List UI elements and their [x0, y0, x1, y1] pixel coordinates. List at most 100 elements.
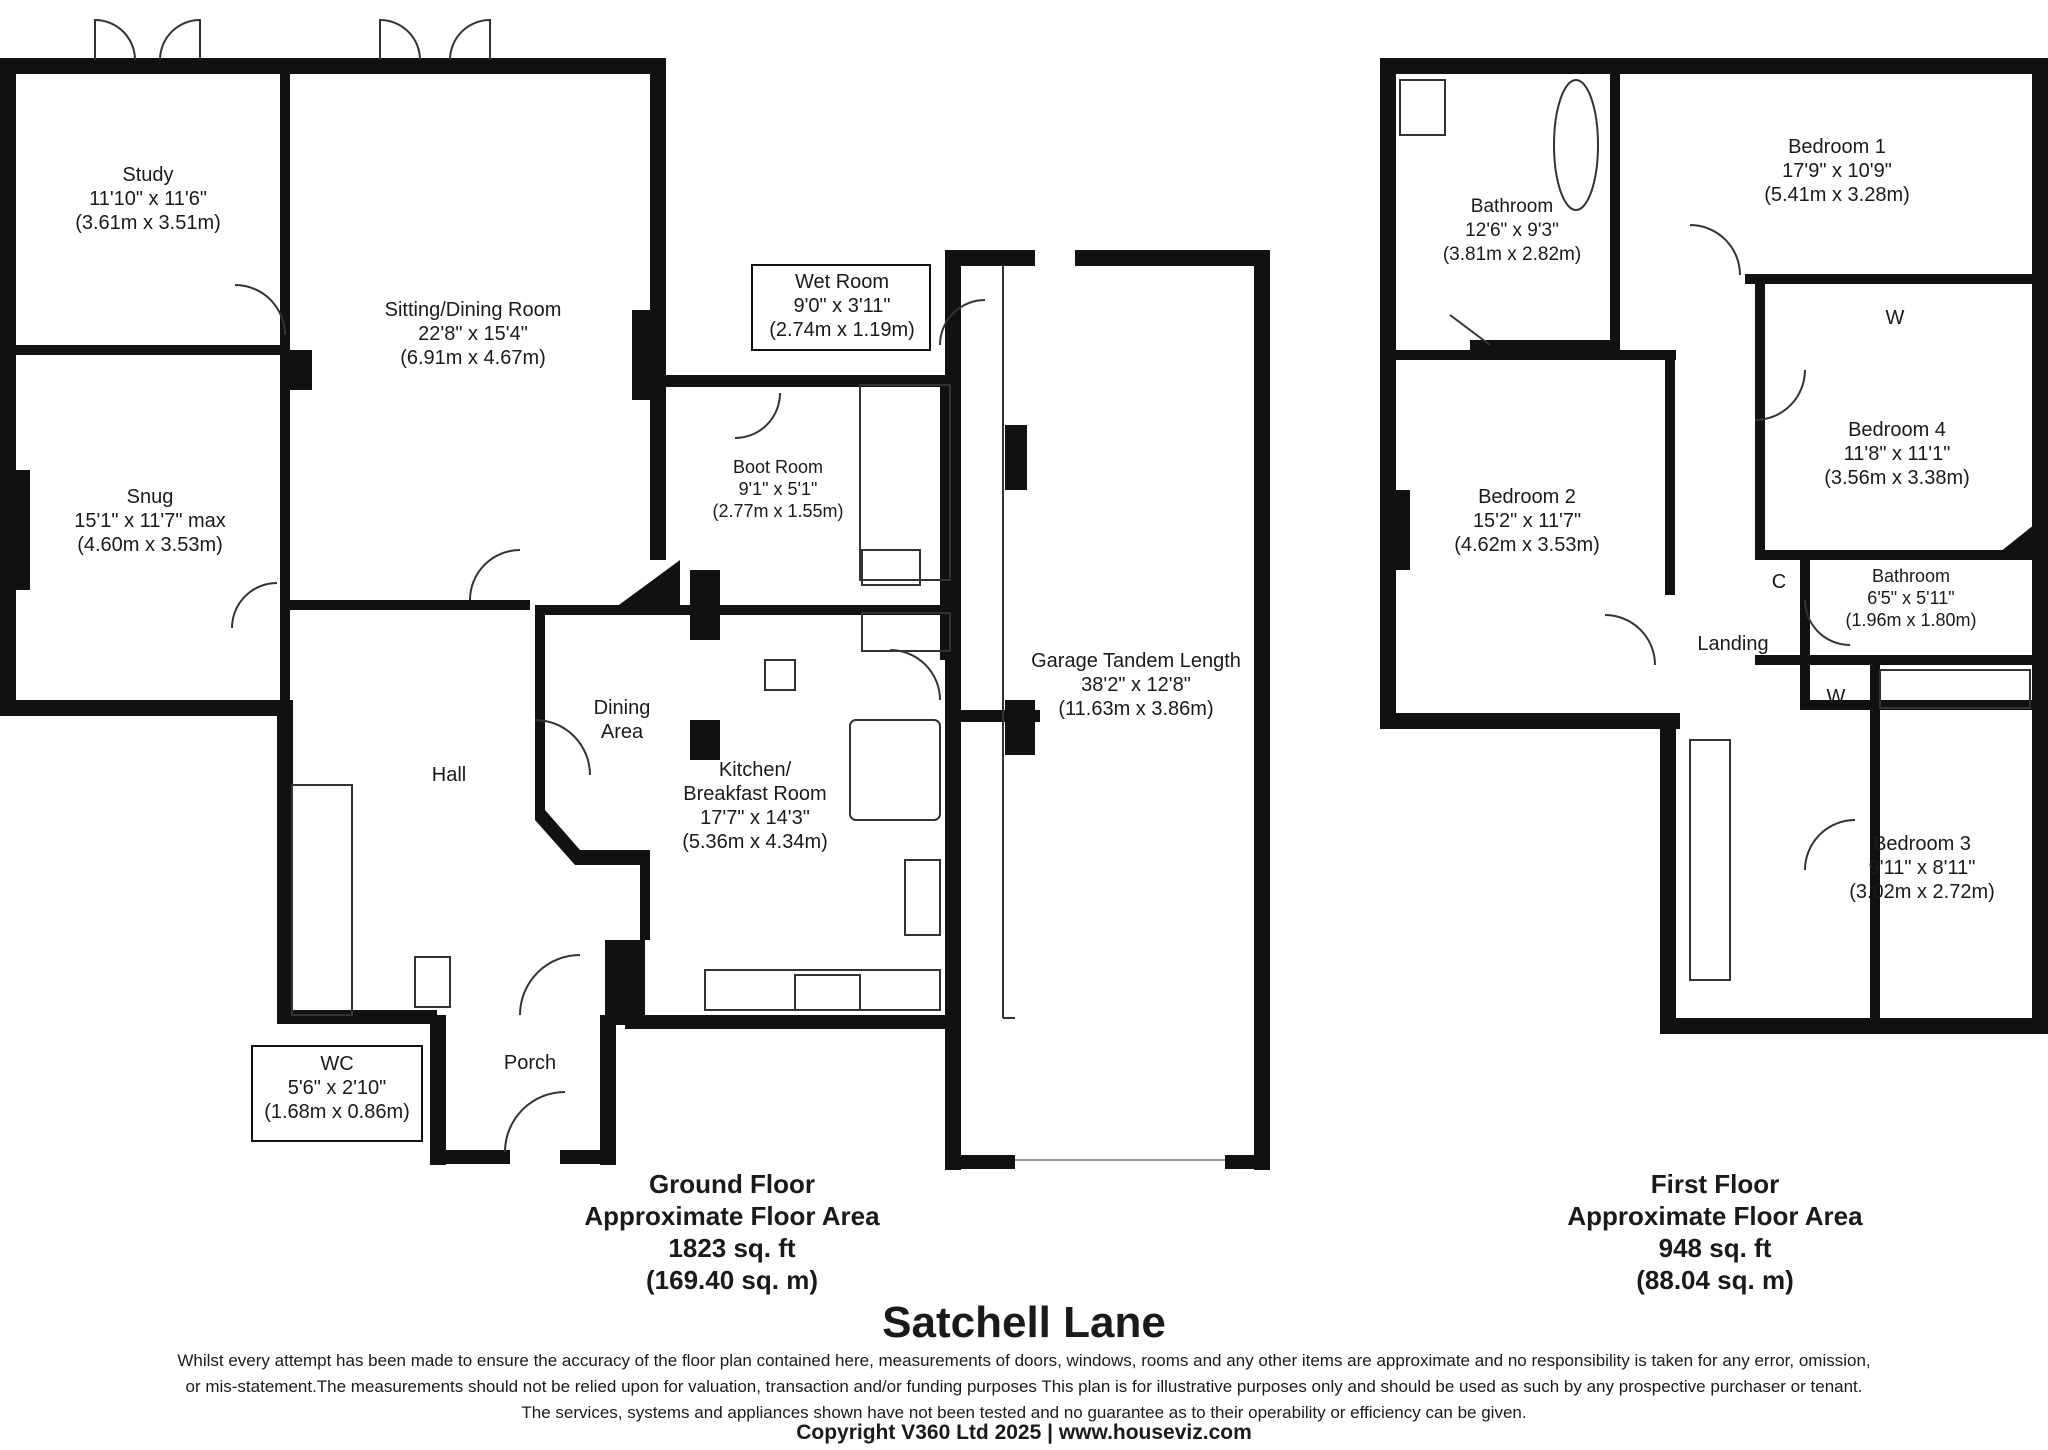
wall: [1990, 520, 2040, 560]
door-swing: [1754, 369, 1806, 421]
chimney-breast: [690, 720, 720, 760]
room-label-kitchen: Kitchen/ Breakfast Room 17'7" x 14'3" (5…: [682, 758, 828, 854]
room-dimensions-imperial: 12'6" x 9'3": [1465, 220, 1559, 241]
wall: [1870, 660, 1880, 1025]
skylight: [764, 659, 796, 691]
door-swing: [534, 719, 591, 776]
wardrobe-label-text: W: [1826, 686, 1846, 708]
wall: [0, 700, 290, 716]
french-door: [159, 18, 201, 61]
room-dimensions-imperial: 6'5" x 5'11": [1867, 588, 1955, 608]
room-label-bathroom-small: Bathroom 6'5" x 5'11" (1.96m x 1.80m): [1845, 565, 1976, 631]
ground-floor-label-boxes: [251, 264, 931, 1142]
wall: [945, 250, 1035, 266]
ground-floor-walls: [0, 58, 1270, 1170]
room-name: Snug: [126, 486, 174, 508]
wall: [1660, 720, 1676, 1030]
room-dimensions-imperial: 5'6" x 2'10": [287, 1077, 387, 1099]
wardrobe-label-text: W: [1885, 307, 1905, 329]
wall: [1380, 58, 1396, 728]
wall: [612, 560, 680, 610]
wall: [1800, 560, 1810, 710]
ground-floor-caption: Ground Floor Approximate Floor Area 1823…: [584, 1168, 879, 1296]
wall: [1075, 250, 1270, 266]
room-label-bedroom-3: Bedroom 3 9'11" x 8'11" (3.02m x 2.72m): [1849, 832, 1995, 904]
wall: [650, 375, 666, 560]
room-name: Bathroom: [1470, 196, 1554, 217]
wall: [277, 700, 293, 1020]
wall: [1380, 713, 1680, 729]
wall: [535, 810, 650, 940]
wet-room-basin: [861, 549, 921, 586]
room-name: Kitchen/: [718, 759, 792, 781]
room-name: WC: [320, 1053, 354, 1075]
caption-area-sqm: (169.40 sq. m): [646, 1265, 818, 1295]
room-dimensions-imperial: 11'10" x 11'6": [89, 188, 207, 210]
door-swing: [234, 284, 286, 336]
room-dimensions-imperial: 38'2" x 12'8": [1081, 674, 1191, 696]
room-label-snug: Snug 15'1" x 11'7" max (4.60m x 3.53m): [74, 485, 226, 557]
room-label-study: Study 11'10" x 11'6" (3.61m x 3.51m): [75, 163, 221, 235]
wall: [1755, 550, 2045, 560]
room-dimensions-metric: (3.61m x 3.51m): [75, 212, 221, 234]
first-floor-caption: First Floor Approximate Floor Area 948 s…: [1567, 1168, 1862, 1296]
room-dimensions-metric: (11.63m x 3.86m): [1058, 698, 1214, 720]
wall: [0, 58, 290, 74]
chimney-breast: [632, 310, 652, 400]
room-label-sitting-dining: Sitting/Dining Room 22'8" x 15'4" (6.91m…: [385, 298, 562, 370]
wall: [277, 1010, 437, 1024]
area-label-porch: Porch: [504, 1051, 556, 1075]
wall: [1005, 700, 1035, 755]
disclaimer-line: or mis-statement.The measurements should…: [185, 1377, 1863, 1396]
caption-area-label: Approximate Floor Area: [584, 1201, 880, 1231]
wc-basin: [414, 956, 451, 1008]
sink: [794, 974, 861, 1011]
wall: [1396, 350, 1676, 360]
room-dimensions-metric: (5.41m x 3.28m): [1764, 184, 1910, 206]
wall: [1660, 1018, 2048, 1034]
door-swing: [1689, 224, 1741, 276]
room-name: Bedroom 4: [1848, 419, 1946, 441]
room-dimensions-metric: (3.56m x 3.38m): [1824, 467, 1970, 489]
room-label-boot-room: Boot Room 9'1" x 5'1" (2.77m x 1.55m): [712, 456, 843, 522]
french-door: [379, 18, 421, 61]
wall: [1745, 274, 2048, 284]
room-dimensions-imperial: 17'9" x 10'9": [1782, 160, 1892, 182]
wall: [945, 1155, 1015, 1169]
wall: [1610, 74, 1620, 344]
wall: [1254, 250, 1270, 1170]
room-label-bathroom-main: Bathroom 12'6" x 9'3" (3.81m x 2.82m): [1443, 195, 1581, 267]
wet-room-basin: [861, 612, 951, 652]
shower: [1399, 79, 1446, 136]
wall: [535, 605, 950, 615]
cupboard-label-text: C: [1771, 571, 1787, 593]
wall: [650, 58, 666, 478]
landing-label-text: Landing: [1697, 633, 1769, 655]
room-name: Wet Room: [794, 271, 890, 293]
area-label-dining: Dining Area: [594, 696, 651, 744]
stairs: [1689, 739, 1731, 981]
ground-floor-details: [94, 18, 1225, 1161]
room-label-bedroom-4: Bedroom 4 11'8" x 11'1" (3.56m x 3.38m): [1824, 418, 1970, 490]
hob: [904, 859, 941, 936]
area-name: Porch: [503, 1052, 557, 1074]
chimney-breast: [1396, 490, 1410, 570]
chimney-breast: [690, 570, 720, 640]
door-swing: [1604, 614, 1656, 666]
room-dimensions-metric: (3.02m x 2.72m): [1849, 881, 1995, 903]
area-name: Hall: [431, 764, 467, 786]
room-dimensions-metric: (5.36m x 4.34m): [682, 831, 828, 853]
chimney-breast: [290, 350, 312, 390]
caption-area-sqft: 1823 sq. ft: [668, 1233, 796, 1263]
wall: [280, 58, 660, 74]
caption-floor-name: First Floor: [1650, 1169, 1780, 1199]
stairs: [291, 784, 353, 1016]
room-dimensions-metric: (4.60m x 3.53m): [77, 534, 223, 556]
disclaimer-line: Whilst every attempt has been made to en…: [177, 1351, 1871, 1370]
room-label-garage: Garage Tandem Length 38'2" x 12'8" (11.6…: [1031, 649, 1241, 721]
area-label-hall: Hall: [432, 763, 466, 787]
bath-tub: [1553, 79, 1599, 211]
room-label-wc: WC 5'6" x 2'10" (1.68m x 0.86m): [264, 1052, 410, 1124]
wall: [280, 74, 290, 714]
room-dimensions-metric: (1.68m x 0.86m): [264, 1101, 410, 1123]
